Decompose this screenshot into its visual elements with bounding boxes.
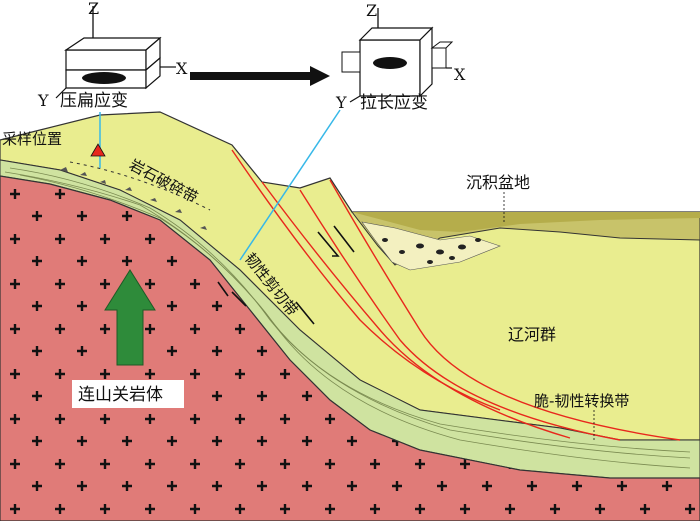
sampling-site-label: 采样位置 xyxy=(2,130,62,148)
compression-axis-z: Z xyxy=(88,0,99,18)
compression-strain-label: 压扁应变 xyxy=(60,91,128,111)
transition-zone-label: 脆-韧性转换带 xyxy=(534,392,629,410)
liaohe-group-label: 辽河群 xyxy=(508,325,556,344)
extension-axis-x: X xyxy=(454,65,466,84)
compression-axis-y: Y xyxy=(37,91,49,110)
compression-strain-block xyxy=(56,6,176,98)
lianshanguan-pluton-label: 连山关岩体 xyxy=(78,385,163,405)
extension-strain-label: 拉长应变 xyxy=(360,93,428,113)
strain-transition-arrow xyxy=(190,66,330,86)
extension-strain-block xyxy=(342,8,452,102)
sedimentary-basin-label: 沉积盆地 xyxy=(466,173,530,192)
extension-axis-z: Z xyxy=(366,1,377,20)
compression-axis-x: X xyxy=(176,59,188,78)
extension-axis-y: Y xyxy=(335,93,347,112)
